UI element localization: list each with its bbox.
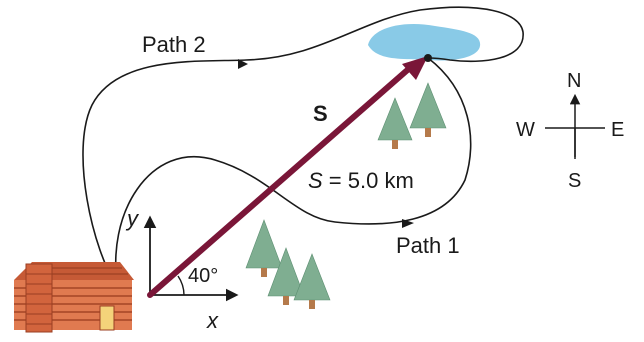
- path-1-arrow: [402, 219, 414, 228]
- path-1-label: Path 1: [396, 233, 460, 258]
- path-2-curve: [82, 6, 524, 289]
- compass-west: W: [516, 119, 535, 141]
- angle-label: 40°: [188, 265, 218, 287]
- compass-east: E: [611, 119, 624, 141]
- magnitude-symbol: S: [308, 168, 323, 193]
- displacement-arrowhead: [402, 56, 428, 80]
- path-2-label: Path 2: [142, 32, 206, 57]
- cabin: [14, 262, 134, 333]
- magnitude-value: = 5.0 km: [323, 168, 414, 193]
- vector-name-label: S: [313, 101, 328, 126]
- compass: [545, 93, 605, 159]
- compass-south: S: [568, 170, 581, 192]
- angle-arc: [177, 275, 185, 296]
- path-1-curve: [114, 57, 472, 289]
- path-2-arrow: [238, 59, 248, 69]
- x-axis-label: x: [206, 308, 219, 333]
- trees-near-origin: [245, 219, 331, 309]
- trees-near-lake: [377, 82, 447, 149]
- compass-north: N: [567, 70, 581, 92]
- magnitude-label: S = 5.0 km: [308, 168, 414, 193]
- lake-point: [424, 54, 432, 62]
- displacement-vector: [147, 63, 415, 298]
- lake: [368, 24, 481, 61]
- y-axis-label: y: [125, 206, 140, 231]
